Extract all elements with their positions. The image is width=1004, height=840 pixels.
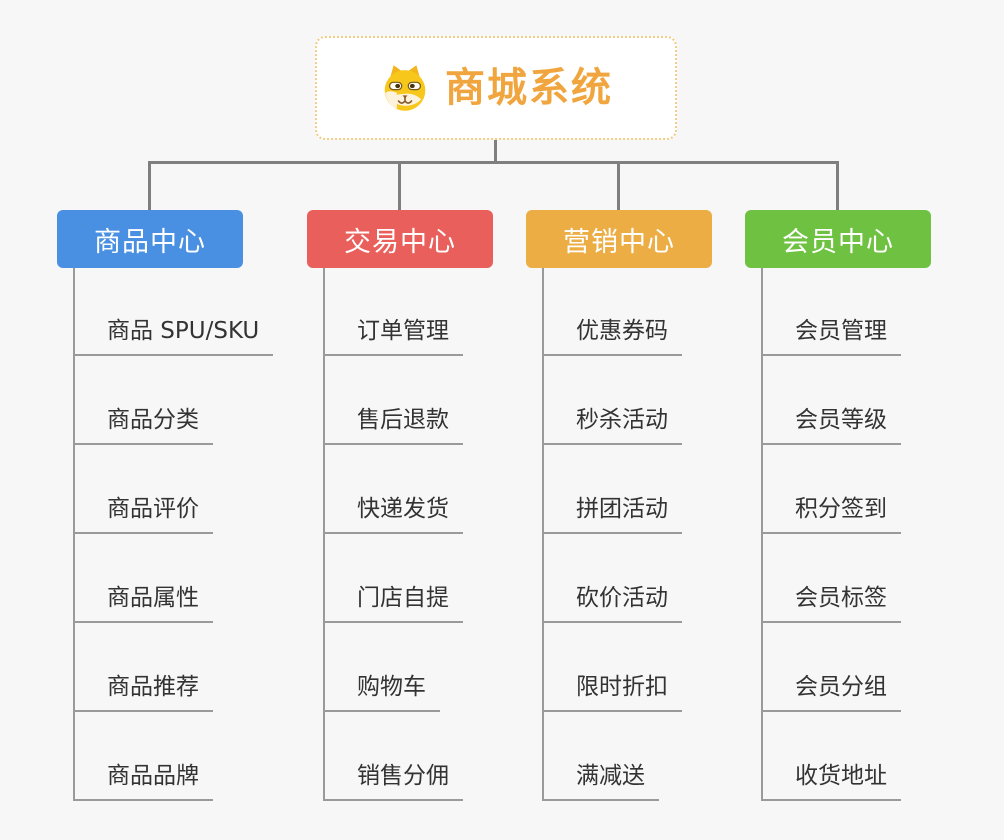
- list-item[interactable]: 快递发货: [323, 445, 557, 534]
- connector-drop-trade: [398, 161, 401, 210]
- list-item[interactable]: 商品评价: [73, 445, 307, 534]
- list-item[interactable]: 会员标签: [761, 534, 995, 623]
- branch-node-label: 营销中心: [563, 226, 675, 258]
- list-item[interactable]: 商品品牌: [73, 712, 307, 801]
- list-item[interactable]: 限时折扣: [542, 623, 776, 712]
- list-item[interactable]: 拼团活动: [542, 445, 776, 534]
- list-item[interactable]: 销售分佣: [323, 712, 557, 801]
- connector-rail: [149, 161, 839, 164]
- root-title: 商城系统: [445, 65, 613, 111]
- list-item[interactable]: 门店自提: [323, 534, 557, 623]
- list-item[interactable]: 商品属性: [73, 534, 307, 623]
- list-item[interactable]: 会员管理: [761, 268, 995, 356]
- list-item[interactable]: 会员等级: [761, 356, 995, 445]
- branch-items: 优惠券码 秒杀活动 拼团活动 砍价活动 限时折扣 满减送: [542, 268, 776, 801]
- list-item[interactable]: 收货地址: [761, 712, 995, 801]
- branch-product-center: 商品中心 商品 SPU/SKU 商品分类 商品评价 商品属性 商品推荐 商品品牌: [57, 210, 307, 801]
- branch-marketing-center: 营销中心 优惠券码 秒杀活动 拼团活动 砍价活动 限时折扣 满减送: [526, 210, 776, 801]
- branch-node-label: 商品中心: [94, 226, 206, 258]
- branch-items: 订单管理 售后退款 快递发货 门店自提 购物车 销售分佣: [323, 268, 557, 801]
- list-item[interactable]: 秒杀活动: [542, 356, 776, 445]
- connector-drop-marketing: [617, 161, 620, 210]
- list-item[interactable]: 满减送: [542, 712, 776, 801]
- list-item[interactable]: 商品 SPU/SKU: [73, 268, 307, 356]
- list-item[interactable]: 会员分组: [761, 623, 995, 712]
- branch-trade-center: 交易中心 订单管理 售后退款 快递发货 门店自提 购物车 销售分佣: [307, 210, 557, 801]
- connector-drop-member: [836, 161, 839, 210]
- branch-items: 会员管理 会员等级 积分签到 会员标签 会员分组 收货地址: [761, 268, 995, 801]
- list-item[interactable]: 购物车: [323, 623, 557, 712]
- branch-node-marketing-center[interactable]: 营销中心: [526, 210, 712, 268]
- branch-node-product-center[interactable]: 商品中心: [57, 210, 243, 268]
- branch-node-member-center[interactable]: 会员中心: [745, 210, 931, 268]
- list-item[interactable]: 订单管理: [323, 268, 557, 356]
- branch-node-label: 会员中心: [782, 226, 894, 258]
- doge-icon: [379, 62, 431, 114]
- list-item[interactable]: 积分签到: [761, 445, 995, 534]
- connector-drop-product: [148, 161, 151, 210]
- connector-root-stub: [494, 140, 497, 164]
- branch-node-label: 交易中心: [344, 226, 456, 258]
- root-node[interactable]: 商城系统: [315, 36, 677, 140]
- branch-member-center: 会员中心 会员管理 会员等级 积分签到 会员标签 会员分组 收货地址: [745, 210, 995, 801]
- list-item[interactable]: 砍价活动: [542, 534, 776, 623]
- list-item[interactable]: 优惠券码: [542, 268, 776, 356]
- list-item[interactable]: 商品分类: [73, 356, 307, 445]
- list-item[interactable]: 售后退款: [323, 356, 557, 445]
- branch-items: 商品 SPU/SKU 商品分类 商品评价 商品属性 商品推荐 商品品牌: [73, 268, 307, 801]
- list-item[interactable]: 商品推荐: [73, 623, 307, 712]
- branch-node-trade-center[interactable]: 交易中心: [307, 210, 493, 268]
